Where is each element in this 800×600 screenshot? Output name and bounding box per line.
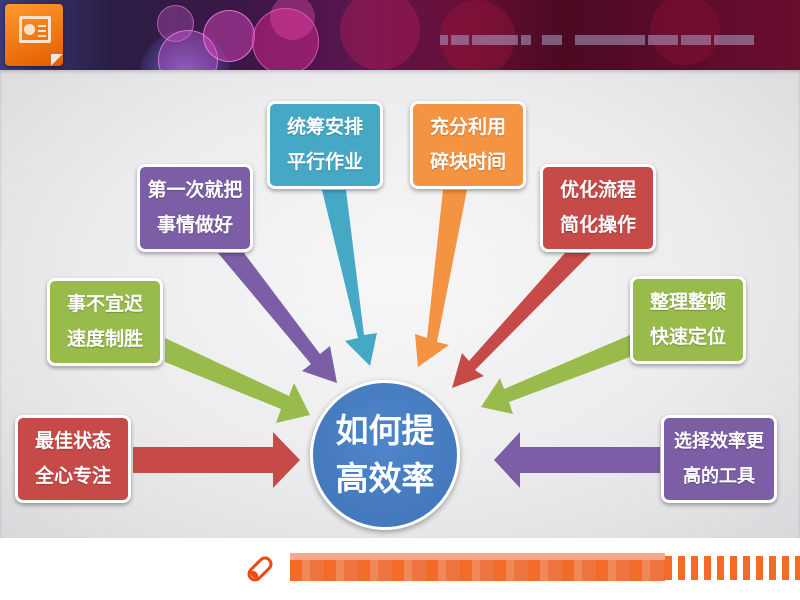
bokeh-decoration <box>270 0 315 40</box>
bokeh-decoration <box>252 8 319 70</box>
bokeh-decoration <box>340 0 420 70</box>
box-no-delay[interactable]: 事不宜迟 速度制胜 <box>47 278 163 366</box>
arrow-do-right-first <box>218 253 337 383</box>
footer-stripes-decoration <box>665 556 800 580</box>
header-banner <box>0 0 800 70</box>
box-fragment-time[interactable]: 充分利用 碎块时间 <box>410 101 526 189</box>
box-line-1: 统筹安排 <box>286 116 363 138</box>
box-best-state[interactable]: 最佳状态 全心专注 <box>15 415 131 503</box>
box-line-2: 全心专注 <box>34 465 111 487</box>
bokeh-decoration <box>650 0 720 65</box>
box-line-1: 选择效率更 <box>674 431 764 452</box>
arrow-plan-parallel <box>322 190 377 366</box>
box-line-2: 碎块时间 <box>429 151 506 173</box>
slide-glyph <box>19 16 51 43</box>
box-line-1: 充分利用 <box>429 116 506 138</box>
header-title-blurred <box>440 30 780 50</box>
powerpoint-slide-icon[interactable] <box>5 4 63 66</box>
arrow-fragment-time <box>415 190 467 367</box>
pie-chart-glyph <box>24 24 35 35</box>
text-line-glyph <box>38 30 46 32</box>
box-plan-parallel[interactable]: 统筹安排 平行作业 <box>267 101 383 189</box>
box-line-2: 事情做好 <box>156 214 233 236</box>
page-curl-glyph <box>51 54 63 66</box>
box-do-right-first[interactable]: 第一次就把 事情做好 <box>137 164 253 252</box>
text-line-glyph <box>38 35 46 37</box>
box-line-2: 平行作业 <box>286 151 363 173</box>
arrow-optimize-process <box>452 253 591 388</box>
box-line-2: 速度制胜 <box>66 328 143 350</box>
center-circle[interactable]: 如何提 高效率 <box>310 380 460 530</box>
arrow-best-state <box>133 432 300 488</box>
box-line-1: 第一次就把 <box>147 179 243 201</box>
box-optimize-process[interactable]: 优化流程 简化操作 <box>540 164 656 252</box>
box-better-tools[interactable]: 选择效率更 高的工具 <box>661 415 777 503</box>
box-line-2: 简化操作 <box>559 214 636 236</box>
center-line-2: 高效率 <box>335 459 435 498</box>
arrow-no-delay <box>165 338 310 423</box>
center-line-1: 如何提 <box>335 411 435 450</box>
box-line-2: 快速定位 <box>649 326 726 348</box>
box-line-1: 优化流程 <box>559 179 636 201</box>
box-line-1: 整理整顿 <box>649 291 726 313</box>
arrow-organize <box>481 335 630 414</box>
box-line-1: 最佳状态 <box>34 430 111 452</box>
box-line-1: 事不宜迟 <box>66 293 143 315</box>
box-line-2: 高的工具 <box>683 466 755 487</box>
bokeh-decoration <box>203 10 255 62</box>
box-organize[interactable]: 整理整顿 快速定位 <box>630 276 746 364</box>
arrow-better-tools <box>494 432 660 488</box>
pencil-icon <box>243 552 277 586</box>
footer-text-blurred <box>290 553 665 581</box>
text-line-glyph <box>38 25 46 27</box>
